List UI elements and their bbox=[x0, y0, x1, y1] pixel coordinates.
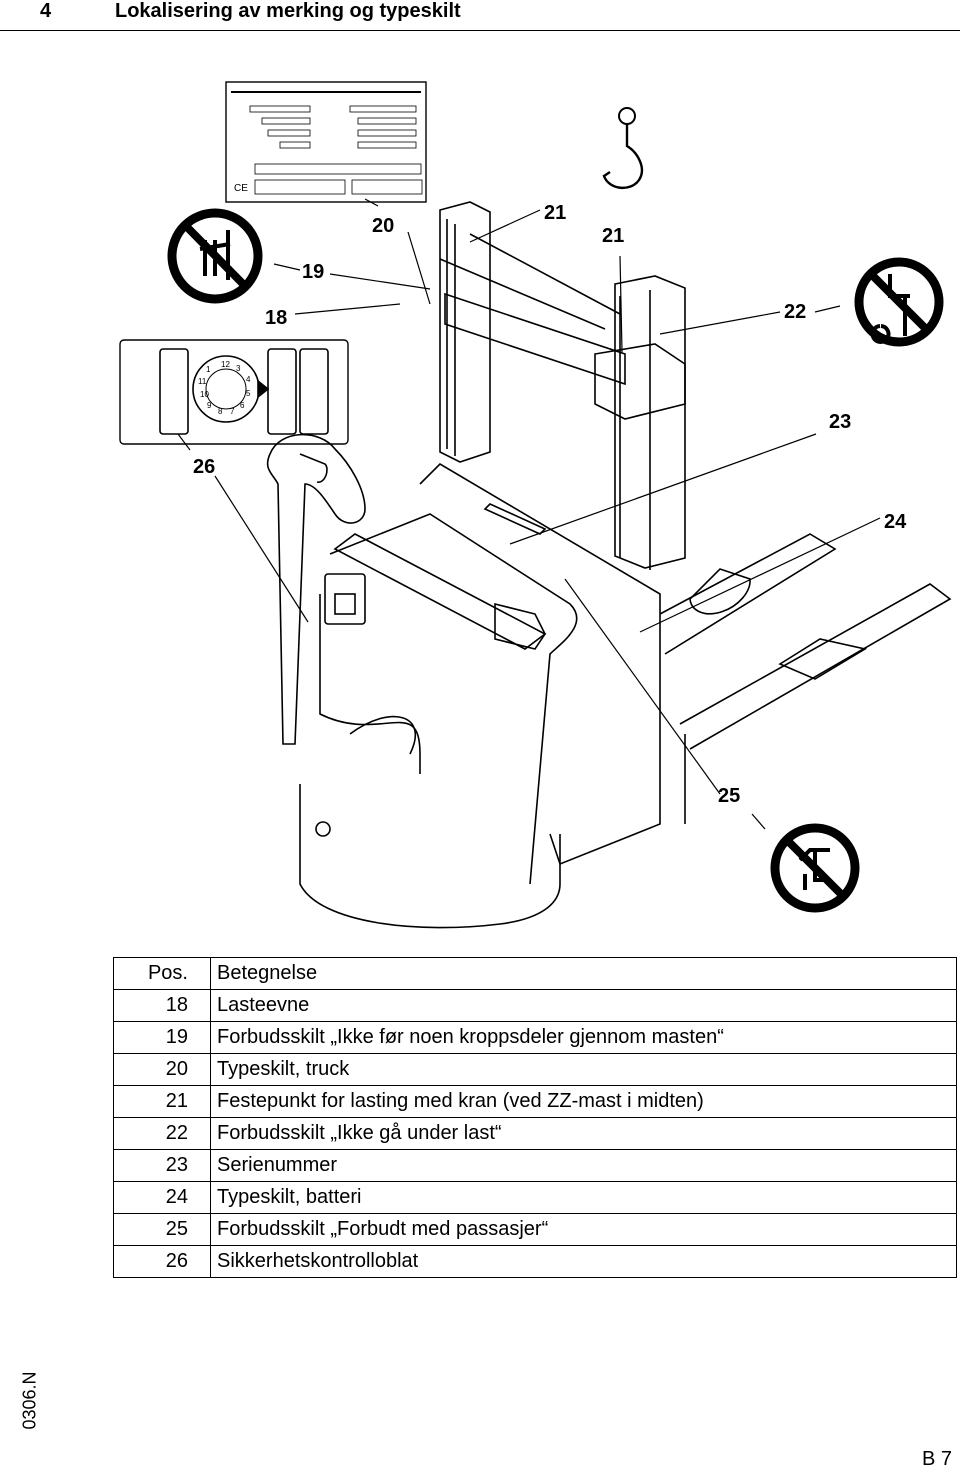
row-label: Lasteevne bbox=[210, 989, 957, 1022]
callout-numbers: 20 21 21 19 18 22 23 24 25 26 bbox=[193, 202, 907, 807]
prohibition-sign-no-standing-under-load-icon bbox=[854, 257, 944, 347]
page-title: Lokalisering av merking og typeskilt bbox=[115, 0, 461, 22]
row-label: Serienummer bbox=[210, 1149, 957, 1182]
row-pos: 21 bbox=[113, 1085, 211, 1118]
callout-19: 19 bbox=[302, 261, 324, 283]
svg-text:6: 6 bbox=[240, 401, 245, 410]
truck-nameplate: CE bbox=[225, 81, 427, 203]
page-number: B 7 bbox=[921, 1448, 952, 1470]
row-pos: 25 bbox=[113, 1213, 211, 1246]
section-number: 4 bbox=[40, 0, 52, 22]
row-pos: 22 bbox=[113, 1117, 211, 1150]
callout-23: 23 bbox=[829, 411, 851, 433]
ce-mark: CE bbox=[234, 183, 248, 194]
svg-text:5: 5 bbox=[246, 389, 251, 398]
document-code: 0306.N bbox=[19, 1371, 40, 1430]
callout-20: 20 bbox=[372, 215, 394, 237]
prohibition-sign-no-body-parts-icon bbox=[167, 208, 263, 304]
row-pos: 19 bbox=[113, 1021, 211, 1054]
callout-24: 24 bbox=[884, 511, 907, 533]
svg-text:4: 4 bbox=[246, 375, 251, 384]
row-pos: 23 bbox=[113, 1149, 211, 1182]
callout-21a: 21 bbox=[544, 202, 566, 224]
row-label: Typeskilt, truck bbox=[210, 1053, 957, 1086]
svg-text:11: 11 bbox=[198, 377, 207, 386]
row-label: Festepunkt for lasting med kran (ved ZZ-… bbox=[210, 1085, 957, 1118]
callout-26: 26 bbox=[193, 456, 215, 478]
section-heading: 4 Lokalisering av merking og typeskilt bbox=[0, 0, 960, 31]
row-label: Sikkerhetskontrolloblat bbox=[210, 1245, 957, 1278]
svg-text:3: 3 bbox=[236, 364, 241, 373]
crane-hook-icon bbox=[602, 107, 644, 189]
callout-22: 22 bbox=[784, 301, 806, 323]
stacker-truck-drawing bbox=[266, 201, 952, 929]
callout-21b: 21 bbox=[602, 225, 624, 247]
svg-text:1: 1 bbox=[206, 365, 211, 374]
row-pos: 24 bbox=[113, 1181, 211, 1214]
svg-text:7: 7 bbox=[230, 407, 235, 416]
callout-18: 18 bbox=[265, 307, 287, 329]
legend-header-row: Pos. Betegnelse bbox=[113, 957, 957, 990]
row-label: Forbudsskilt „Forbudt med passasjer“ bbox=[210, 1213, 957, 1246]
row-pos: 18 bbox=[113, 989, 211, 1022]
row-label: Typeskilt, batteri bbox=[210, 1181, 957, 1214]
svg-text:10: 10 bbox=[200, 390, 209, 399]
svg-text:8: 8 bbox=[218, 407, 223, 416]
row-pos: 26 bbox=[113, 1245, 211, 1278]
svg-text:9: 9 bbox=[207, 401, 212, 410]
callout-25: 25 bbox=[718, 785, 740, 807]
legend-header-label: Betegnelse bbox=[210, 957, 957, 990]
legend-header-pos: Pos. bbox=[113, 957, 211, 990]
row-pos: 20 bbox=[113, 1053, 211, 1086]
row-label: Forbudsskilt „Ikke før noen kroppsdeler … bbox=[210, 1021, 957, 1054]
prohibition-sign-no-passengers-icon bbox=[770, 823, 860, 913]
svg-text:12: 12 bbox=[221, 360, 230, 369]
callout-leaders bbox=[177, 198, 881, 830]
row-label: Forbudsskilt „Ikke gå under last“ bbox=[210, 1117, 957, 1150]
heading-rule bbox=[0, 30, 960, 31]
